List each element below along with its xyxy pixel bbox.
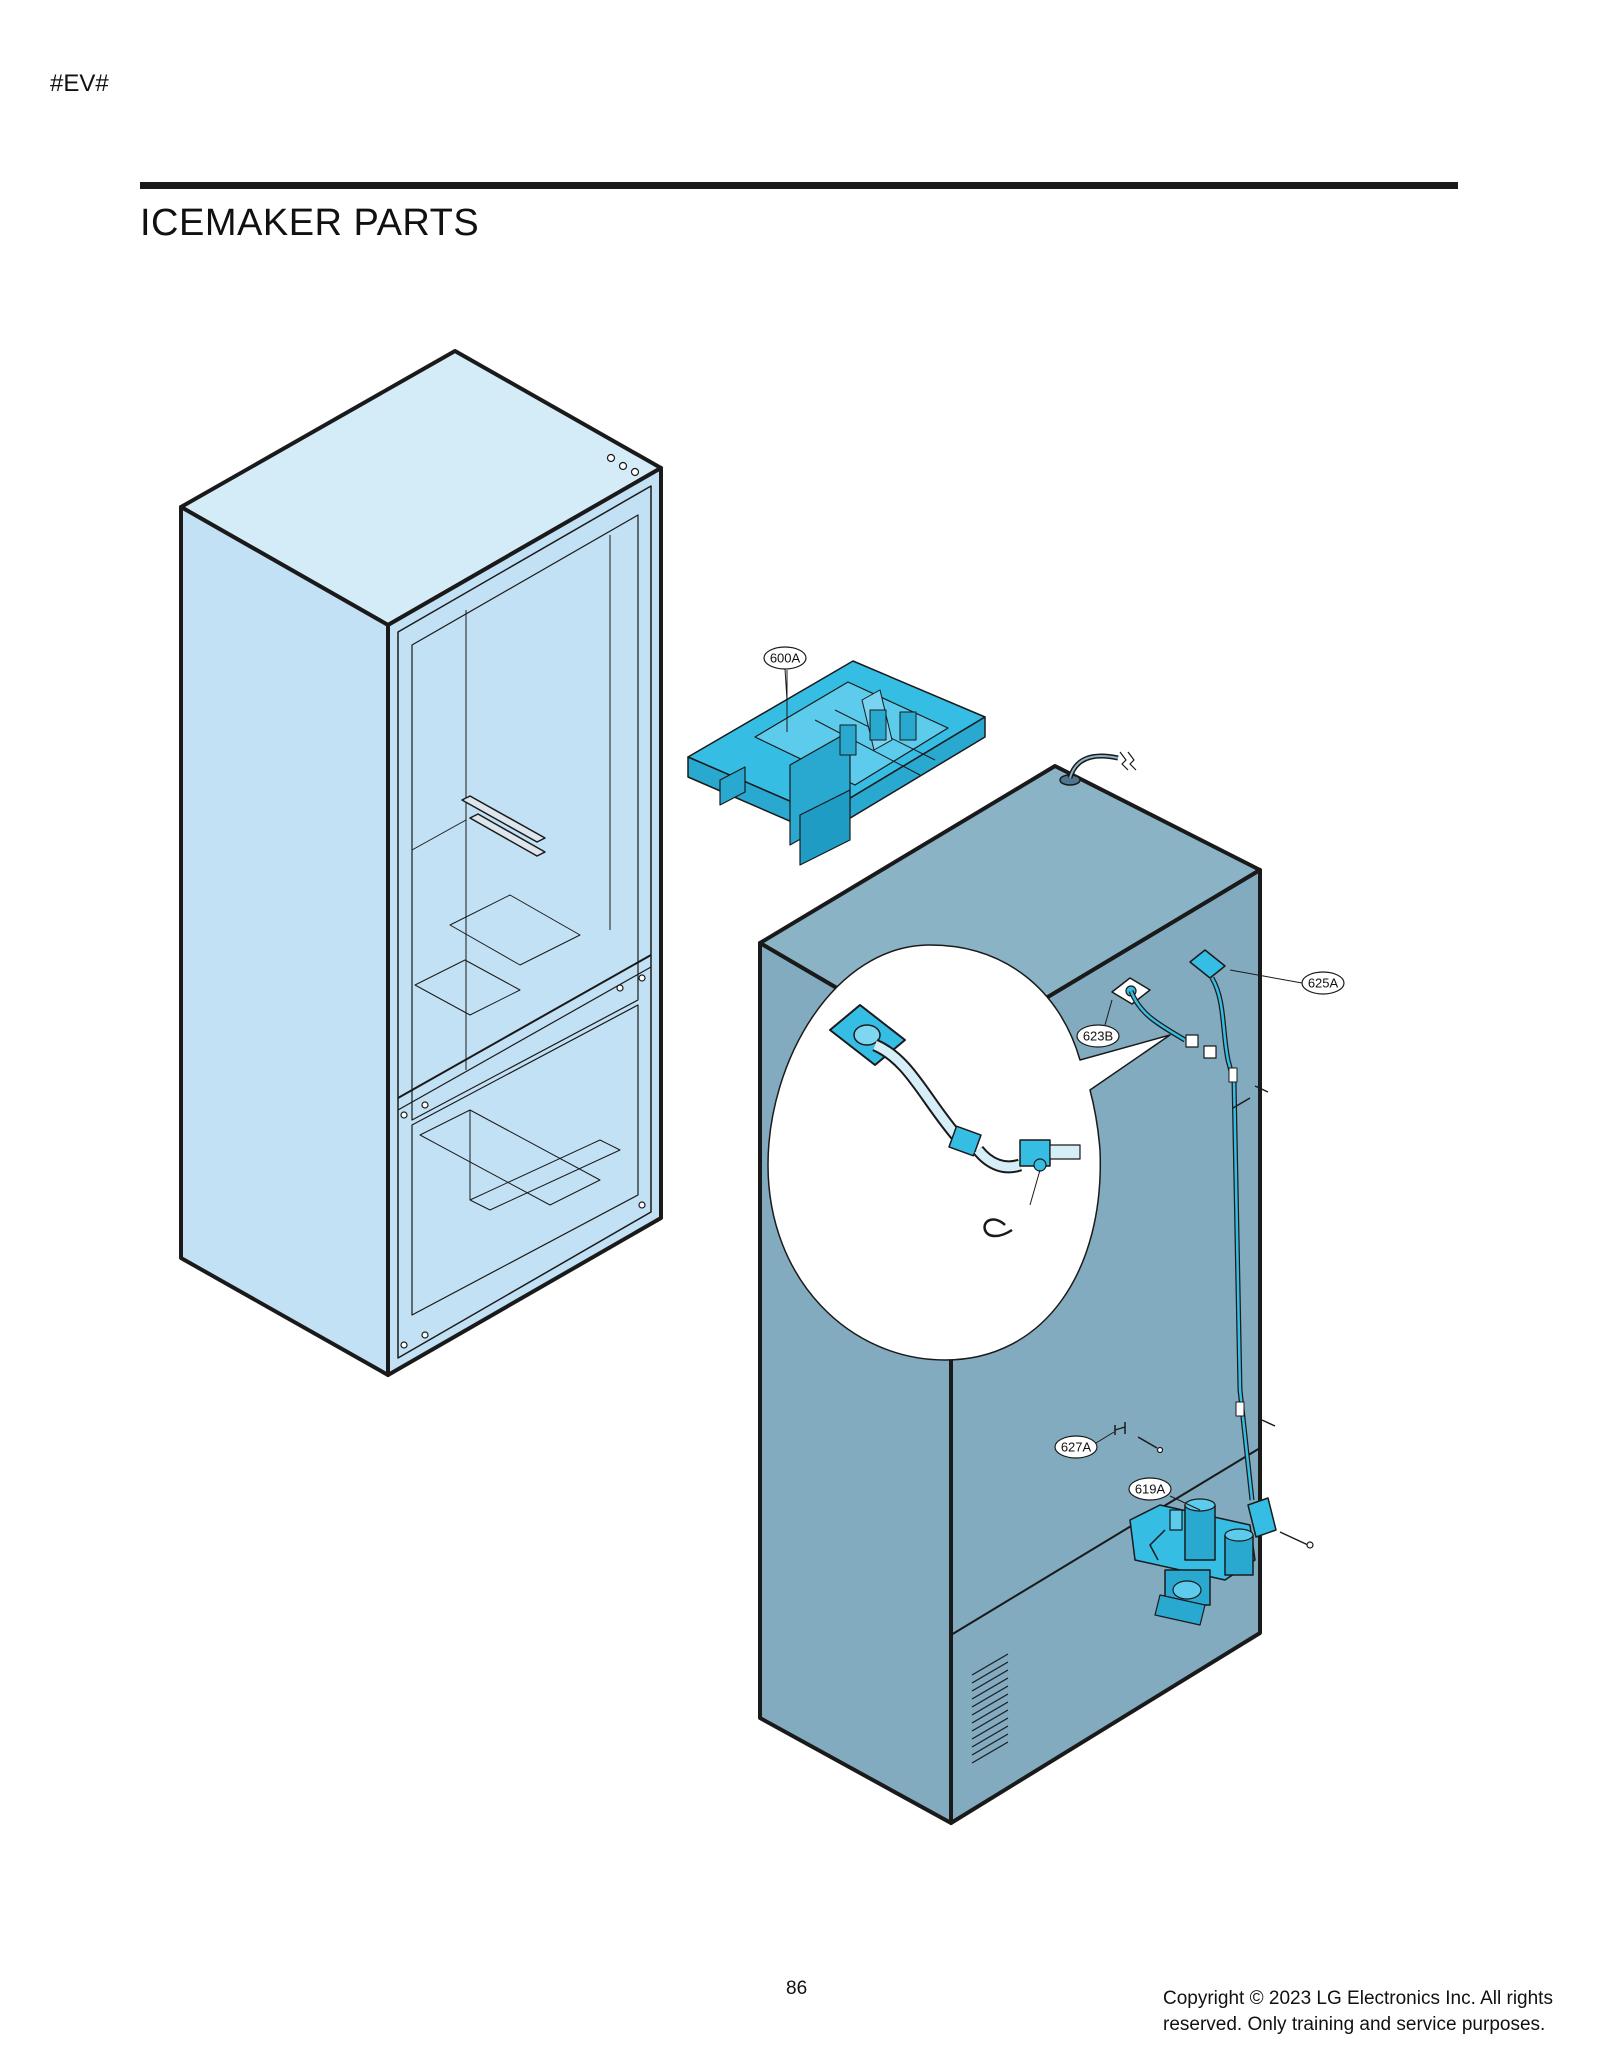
- callout-label: 619A: [1135, 1482, 1166, 1497]
- detail-bubble: [767, 944, 1171, 1361]
- page-number: 86: [786, 1978, 808, 1999]
- document-marker: #EV#: [50, 70, 109, 97]
- callout-600A: 600A: [763, 646, 807, 701]
- copyright-notice: Copyright © 2023 LG Electronics Inc. All…: [1163, 1988, 1553, 2035]
- callout-label: 627A: [1061, 1440, 1092, 1455]
- callout-623B: 623B: [1076, 999, 1120, 1048]
- bracket-627A: [1114, 1097, 1251, 1454]
- title-rule: [140, 182, 1458, 189]
- water-line-assembly: [1111, 949, 1276, 1501]
- water-valve-619A: [1129, 1497, 1314, 1626]
- front-cabinet: [179, 349, 663, 1377]
- page-title: ICEMAKER PARTS: [140, 202, 480, 244]
- callout-label: 623B: [1083, 1029, 1113, 1044]
- icemaker-tray-600A: [687, 660, 986, 866]
- callout-627A: 627A: [1054, 1431, 1115, 1459]
- callout-625A: 625A: [1229, 969, 1345, 995]
- callout-label: 600A: [770, 651, 801, 666]
- callout-619A: 619A: [1128, 1477, 1201, 1511]
- callout-label: 625A: [1308, 976, 1339, 991]
